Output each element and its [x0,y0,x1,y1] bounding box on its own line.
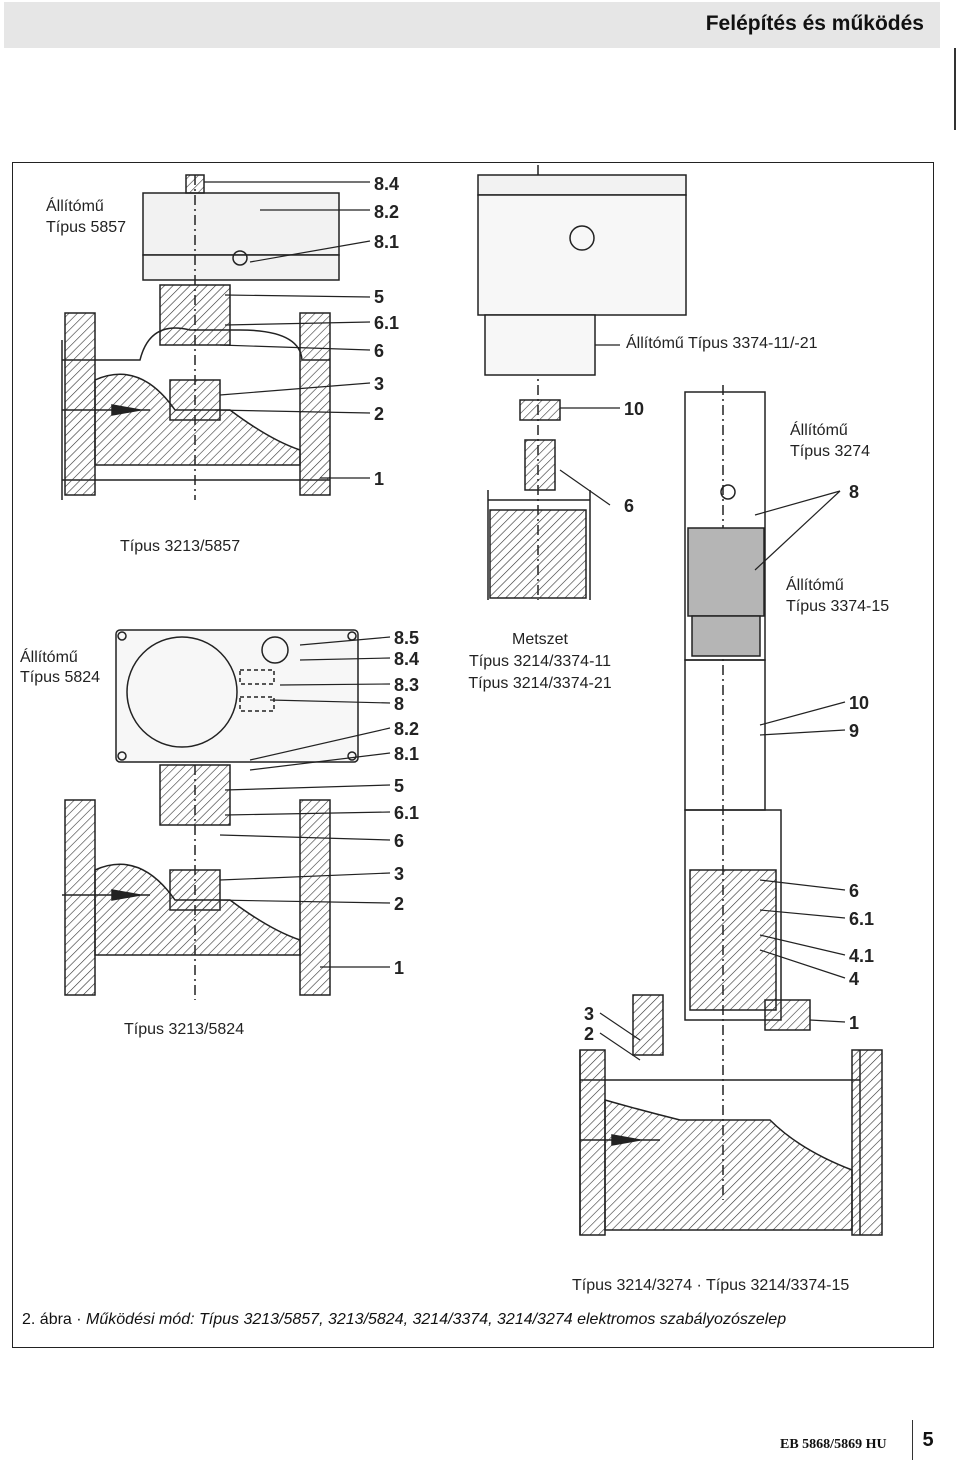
leader-lines-3374 [559,344,620,506]
actuator-3374-11-21-label: Állítómű Típus 3374-11/-21 [626,335,818,352]
footer-doc-id: EB 5868/5869 HU [780,1437,887,1452]
leader-lines-5824 [214,636,391,968]
part-num: 1 [374,469,384,489]
caption-text: Működési mód: Típus 3213/5857, 3213/5824… [86,1311,787,1328]
part-num: 1 [394,958,404,978]
part-num: 6 [849,881,859,901]
valve-3214-3274-drawing [579,385,883,1236]
part-num: 4.1 [849,946,874,966]
header-bar: Felépítés és működés [4,2,940,48]
part-num: 8.4 [394,649,419,669]
part-num: 8.5 [394,628,419,648]
part-num: 8 [394,694,404,714]
part-num: 6.1 [849,909,874,929]
valve-3213-5824-label: Típus 3213/5824 [124,1021,245,1038]
part-num: 6.1 [374,313,399,333]
part-num: 4 [849,969,859,989]
section-label-line3: Típus 3214/3374-21 [468,675,612,692]
part-num: 6 [374,341,384,361]
actuator-5857-label-line2: Típus 5857 [46,219,127,236]
valve-3213-5824-drawing [62,629,359,1000]
actuator-3374-15-label-line1: Állítómű [786,577,844,594]
part-num: 5 [394,776,404,796]
page-edge-line [954,48,956,130]
actuator-5857-label-line1: Állítómű [46,198,104,215]
part-numbers-3274: 8 10 9 6 6.1 4.1 4 3 2 1 [584,482,874,1044]
part-num: 8 [849,482,859,502]
valve-3213-5857-drawing [61,174,340,500]
part-num: 8.1 [394,744,419,764]
part-num: 2 [584,1024,594,1044]
leader-lines-3274 [599,490,846,1061]
footer-page-number: 5 [912,1420,943,1460]
part-num: 8.2 [394,719,419,739]
part-num: 9 [849,721,859,741]
part-num: 2 [394,894,404,914]
part-num: 6 [394,831,404,851]
figure-frame [12,162,934,1348]
part-numbers-5857: 8.4 8.2 8.1 5 6.1 6 3 2 1 [374,174,399,489]
actuator-3374-drawing [477,165,687,600]
caption-separator: · [76,1311,82,1328]
valve-3213-5857-label: Típus 3213/5857 [120,538,241,555]
actuator-3274-label-line2: Típus 3274 [790,443,871,460]
page-title: Felépítés és működés [705,12,924,35]
caption-prefix: 2. ábra [22,1311,72,1328]
part-numbers-5824: 8.5 8.4 8.3 8 8.2 8.1 5 6.1 6 3 2 1 [394,628,419,978]
part-num: 8.1 [374,232,399,252]
part-num: 8.3 [394,675,419,695]
actuator-3374-15-label-line2: Típus 3374-15 [786,598,890,615]
valve-3214-types-label: Típus 3214/3274 · Típus 3214/3374-15 [572,1277,850,1294]
section-label-line2: Típus 3214/3374-11 [468,653,612,670]
part-num: 3 [584,1004,594,1024]
figure-caption: 2. ábra · Működési mód: Típus 3213/5857,… [22,1311,786,1329]
part-num: 10 [849,693,869,713]
part-num: 8.4 [374,174,399,194]
actuator-5824-label-line2: Típus 5824 [20,669,101,686]
part-num: 5 [374,287,384,307]
part-num: 10 [624,399,644,419]
actuator-3274-label-line1: Állítómű [790,422,848,439]
part-num: 3 [374,374,384,394]
part-num: 8.2 [374,202,399,222]
part-num: 3 [394,864,404,884]
part-num: 6 [624,496,634,516]
part-num: 2 [374,404,384,424]
part-num: 6.1 [394,803,419,823]
part-numbers-3374: 10 6 [624,399,644,516]
section-label-line1: Metszet [511,631,568,648]
leader-lines-5857 [204,181,371,479]
part-num: 1 [849,1013,859,1033]
actuator-5824-label-line1: Állítómű [20,649,78,666]
